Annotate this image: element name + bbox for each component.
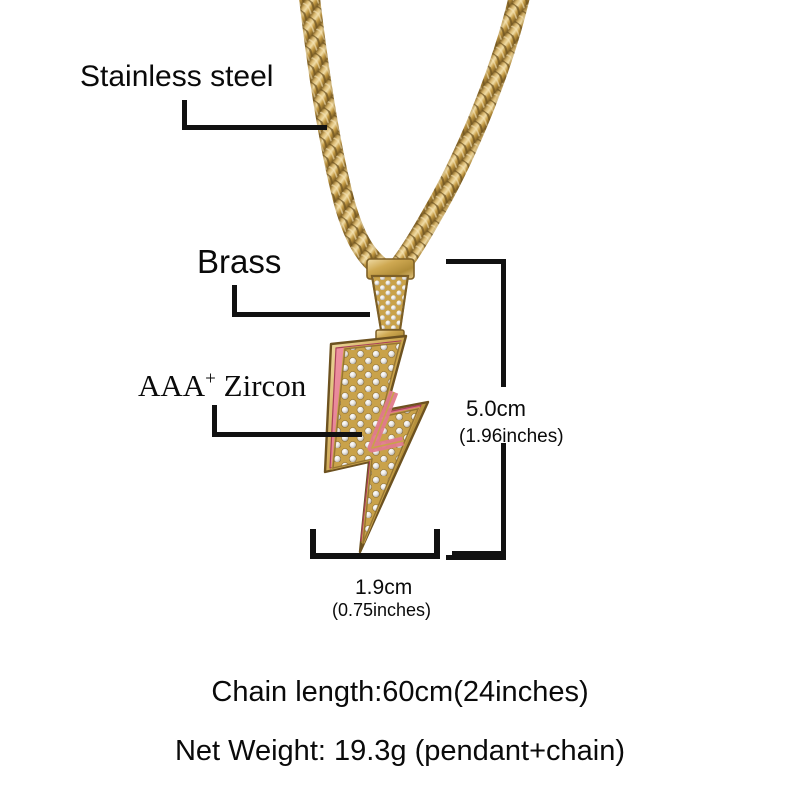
height-bracket-top-arm xyxy=(446,259,506,264)
height-dimension-cm: 5.0cm xyxy=(466,396,526,421)
zircon-plus-superscript: + xyxy=(205,368,216,390)
height-bracket-bottom-arm xyxy=(446,555,506,560)
net-weight-spec: Net Weight: 19.3g (pendant+chain) xyxy=(174,735,626,767)
zircon-material-text: Zircon xyxy=(215,368,307,403)
leader-line-zircon-horizontal xyxy=(212,432,362,437)
width-dimension-inches: (0.75inches) xyxy=(332,600,432,620)
width-bracket-left-cap xyxy=(310,529,316,559)
lightning-bolt-pendant xyxy=(323,334,430,554)
height-bracket-connector xyxy=(452,551,506,556)
leader-line-brass-vertical xyxy=(232,285,237,317)
leader-line-brass-horizontal xyxy=(232,312,370,317)
width-bracket-right-cap xyxy=(434,529,440,559)
leader-line-stainless-steel-horizontal xyxy=(182,125,327,130)
width-bracket-baseline xyxy=(310,553,440,559)
height-bracket-lower-stem xyxy=(501,443,506,560)
leader-line-stainless-steel-vertical xyxy=(182,100,187,130)
pendant-bail xyxy=(366,258,415,345)
rope-chain xyxy=(299,0,530,279)
callout-label-brass: Brass xyxy=(197,243,282,280)
width-dimension-cm: 1.9cm xyxy=(355,576,413,599)
chain-length-spec: Chain length:60cm(24inches) xyxy=(211,676,589,708)
height-bracket-upper-stem xyxy=(501,259,506,387)
height-dimension-inches: (1.96inches) xyxy=(459,426,564,447)
leader-line-zircon-vertical xyxy=(212,405,217,437)
callout-label-stainless-steel: Stainless steel xyxy=(80,60,274,93)
callout-label-zircon: AAA+ Zircon xyxy=(138,370,306,401)
zircon-grade-text: AAA xyxy=(138,368,206,403)
